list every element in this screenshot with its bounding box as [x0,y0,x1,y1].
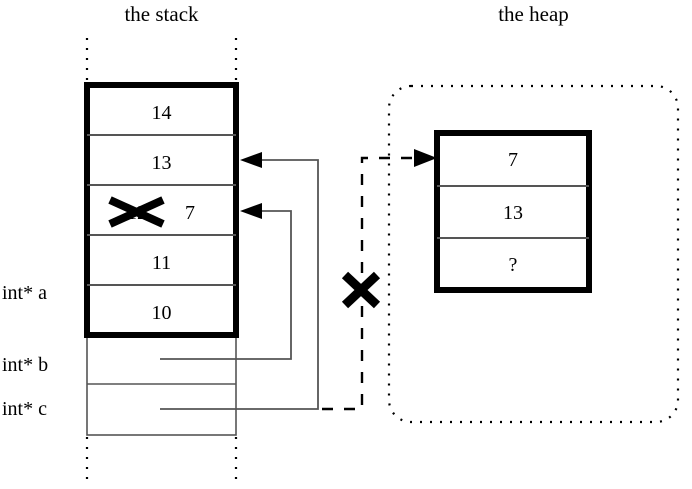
stack-cell-value-3: 11 [151,252,172,274]
stack-cell-value-1: 13 [151,152,172,174]
pointer-label-b: int* b [2,354,49,376]
heap-cell-value-0: 7 [508,149,518,171]
heap-cell-value-2: ? [508,254,518,276]
broken-pointer-cross-icon [341,271,381,309]
stack-pointer-variable-cells [86,334,237,436]
heap-block [434,130,592,293]
pointer-arrow-c [160,152,319,410]
pointer-label-a: int* a [2,282,47,304]
stack-dotted-guides-top [85,38,238,85]
pointer-arrow-b [160,203,292,360]
pointer-label-c: int* c [2,398,47,420]
cross-out-old-value-icon [108,196,165,228]
stack-cell-value-0: 14 [151,102,172,124]
stack-cell-value-4: 10 [151,302,172,324]
heap-title: the heap [498,2,569,26]
heap-region-boundary [387,84,680,424]
stack-allocated-cells [84,82,239,338]
stack-cell-old-value-2: 12 [127,202,147,224]
broken-pointer-to-heap [322,149,437,411]
stack-cell-new-value-2: 7 [185,202,195,224]
stack-dotted-guides-bottom [85,437,238,486]
stack-title: the stack [124,2,199,26]
heap-cell-value-1: 13 [503,202,523,224]
